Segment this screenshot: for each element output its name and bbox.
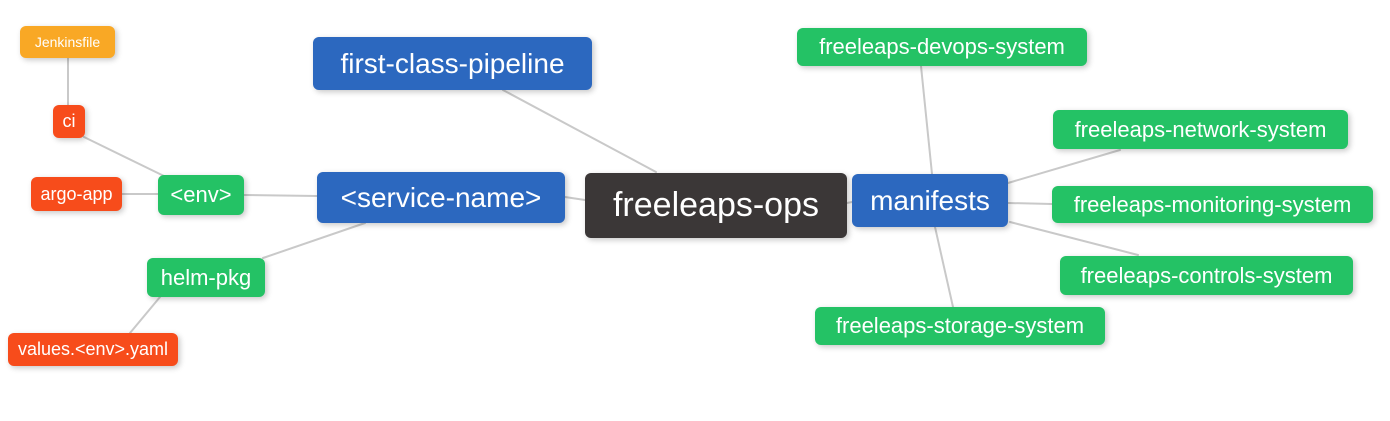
edge-manifests-monitoring-system (1007, 202, 1053, 205)
edge-manifests-network-system (1007, 149, 1121, 184)
node-manifests[interactable]: manifests (852, 174, 1008, 227)
node-env[interactable]: <env> (158, 175, 244, 215)
node-freeleaps-network-system[interactable]: freeleaps-network-system (1053, 110, 1348, 149)
node-freeleaps-devops-system[interactable]: freeleaps-devops-system (797, 28, 1087, 66)
node-jenkinsfile[interactable]: Jenkinsfile (20, 26, 115, 58)
node-first-class-pipeline[interactable]: first-class-pipeline (313, 37, 592, 90)
node-ci[interactable]: ci (53, 105, 85, 138)
node-argo-app[interactable]: argo-app (31, 177, 122, 211)
edge-service-name-helm-pkg (262, 222, 366, 259)
node-helm-pkg[interactable]: helm-pkg (147, 258, 265, 297)
edge-service-name-freeleaps-ops (564, 196, 586, 201)
edge-pipeline-freeleaps-ops (502, 89, 657, 173)
node-freeleaps-ops[interactable]: freeleaps-ops (585, 173, 847, 238)
edge-manifests-storage-system (934, 226, 954, 308)
edge-ci-env (83, 136, 167, 178)
node-freeleaps-controls-system[interactable]: freeleaps-controls-system (1060, 256, 1353, 295)
edge-env-service-name (243, 194, 318, 197)
node-freeleaps-storage-system[interactable]: freeleaps-storage-system (815, 307, 1105, 345)
edge-manifests-devops-system (920, 65, 933, 175)
edge-helm-pkg-values-env-yaml (129, 296, 161, 334)
edge-manifests-controls-system (1009, 221, 1139, 256)
edge-freeleaps-ops-manifests (846, 201, 853, 204)
node-freeleaps-monitoring-system[interactable]: freeleaps-monitoring-system (1052, 186, 1373, 223)
node-values-env-yaml[interactable]: values.<env>.yaml (8, 333, 178, 366)
node-service-name[interactable]: <service-name> (317, 172, 565, 223)
